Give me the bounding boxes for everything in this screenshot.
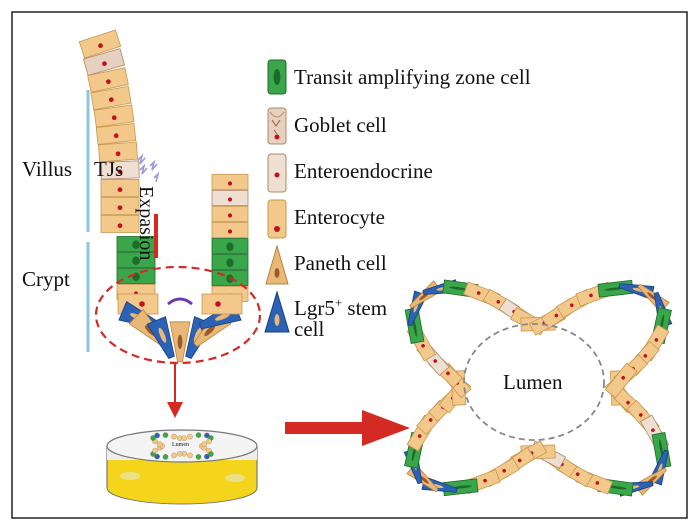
crypt-selection-ellipse (94, 265, 262, 365)
epithelial-cell (100, 197, 140, 215)
epithelial-cell (211, 174, 249, 190)
epithelial-cell (211, 254, 249, 270)
epithelial-cell (169, 321, 191, 363)
epithelial-cell (93, 104, 135, 128)
mini-cell (206, 438, 212, 445)
tjs-label: TJs (94, 157, 123, 181)
tight-junction-icon (137, 153, 160, 183)
mini-cell (171, 433, 177, 440)
goblet-cell-icon (267, 107, 287, 145)
mini-cell (187, 433, 193, 440)
villus-left-wall (78, 29, 156, 300)
epithelial-cell (90, 85, 132, 111)
legend-label-enteroendocrine: Enteroendocrine (294, 159, 433, 183)
epithelial-cell (604, 362, 638, 399)
crypt-lumen-marker (167, 297, 193, 306)
culture-arrow (285, 410, 410, 446)
epithelial-cell (146, 316, 175, 360)
lumen-outline (463, 323, 605, 441)
legend-label-stem-line2: cell (294, 317, 324, 341)
villus-right-wall (211, 174, 249, 302)
mini-cell (154, 453, 160, 460)
villus-label: Villus (22, 157, 72, 181)
mini-cell (162, 432, 169, 438)
epithelial-cell (201, 293, 243, 315)
paneth-cell-icon (265, 244, 289, 285)
legend-label-paneth: Paneth cell (294, 251, 387, 275)
mini-cell (150, 435, 156, 441)
mini-cell (204, 432, 210, 439)
mini-cell (152, 447, 158, 454)
lumen-label: Lumen (503, 370, 563, 394)
mini-cell (154, 432, 160, 439)
epithelial-cell (633, 467, 667, 496)
crypt-base-cells (117, 293, 243, 363)
epithelial-cell (87, 67, 129, 93)
culture-dish: Lumen (106, 429, 258, 505)
legend-label-enterocyte: Enterocyte (294, 205, 385, 229)
enteroendocrine-cell-icon (267, 153, 287, 193)
legend: Transit amplifying zone cell Goblet cell… (264, 59, 531, 341)
mini-cell (157, 441, 163, 447)
legend-label-ta: Transit amplifying zone cell (294, 65, 531, 89)
epithelial-cell (409, 280, 443, 309)
ta-cell-icon (267, 59, 287, 95)
enterocyte-cell-icon (267, 199, 287, 239)
epithelial-cell (211, 206, 249, 222)
mini-cell (195, 454, 202, 460)
mini-cell (201, 441, 207, 447)
epithelial-cell (100, 215, 140, 233)
epithelial-cell (98, 141, 138, 163)
epithelial-cell (95, 123, 137, 145)
epithelial-cell (82, 48, 126, 76)
crypt-label: Crypt (22, 267, 70, 291)
epithelial-cell (211, 190, 249, 206)
organoid (403, 279, 673, 497)
epithelial-cell (211, 222, 249, 238)
epithelial-cell (116, 268, 156, 284)
epithelial-cell (211, 238, 249, 254)
mini-cell (204, 453, 210, 460)
mini-cell (181, 435, 187, 441)
epithelial-cell (116, 252, 156, 268)
mini-cell (195, 432, 202, 438)
stem-cell-icon (264, 290, 290, 333)
mini-organoid-icon (150, 432, 214, 460)
epithelial-cell (100, 160, 140, 180)
mini-cell (187, 452, 193, 459)
dish-lumen-label: Lumen (172, 442, 189, 448)
epithelial-cell (78, 29, 122, 59)
epithelial-cell (100, 179, 140, 197)
mini-cell (208, 451, 214, 457)
expansion-label: Expasion (135, 186, 157, 260)
legend-label-stem: Lgr5+ stem (294, 295, 387, 320)
mini-cell (171, 452, 177, 459)
mini-cell (177, 451, 183, 457)
mini-cell (162, 454, 169, 460)
legend-label-goblet: Goblet cell (294, 113, 387, 137)
figure-frame (11, 11, 688, 519)
